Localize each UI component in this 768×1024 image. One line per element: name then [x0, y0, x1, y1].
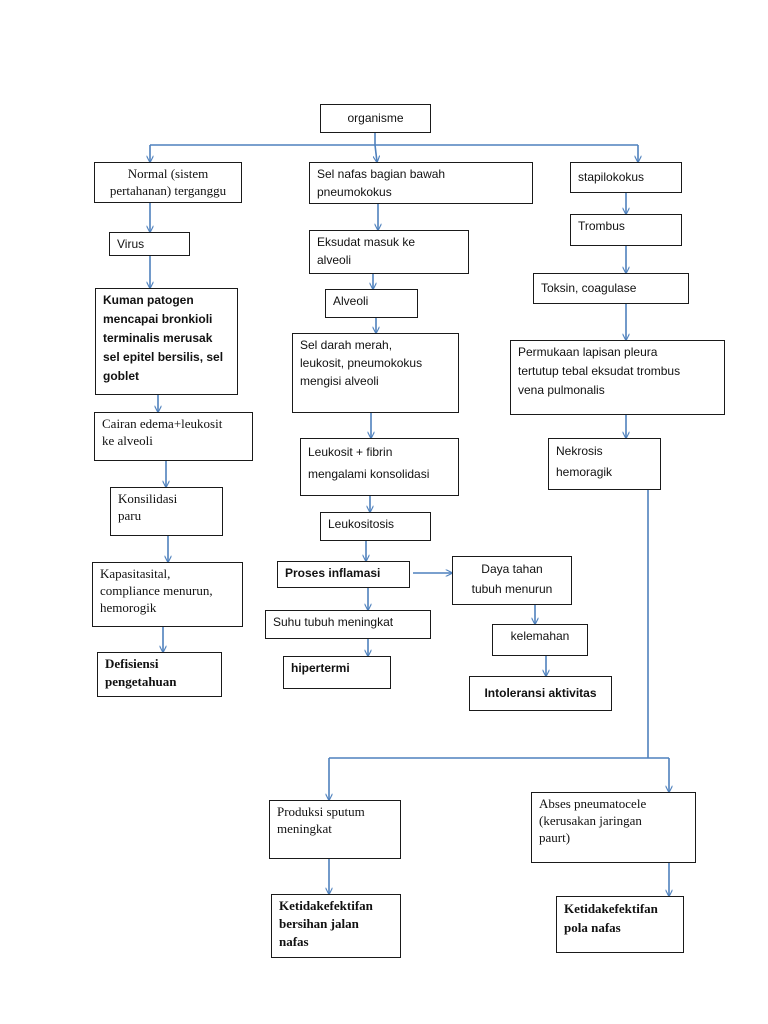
node-intoleransi-aktivitas: Intoleransi aktivitas — [469, 676, 612, 711]
node-normal-sistem-pertahanan: Normal (sistem pertahanan) terganggu — [94, 162, 242, 203]
node-trombus: Trombus — [570, 214, 682, 246]
node-ketidakefektifan-bersihan: Ketidakefektifan bersihan jalan nafas — [271, 894, 401, 958]
node-leukositosis: Leukositosis — [320, 512, 431, 541]
node-suhu-tubuh-meningkat: Suhu tubuh meningkat — [265, 610, 431, 639]
node-produksi-sputum: Produksi sputum meningkat — [269, 800, 401, 859]
node-virus: Virus — [109, 232, 190, 256]
node-organisme: organisme — [320, 104, 431, 133]
node-alveoli: Alveoli — [325, 289, 418, 318]
node-proses-inflamasi: Proses inflamasi — [277, 561, 410, 588]
node-nekrosis-hemoragik: Nekrosis hemoragik — [548, 438, 661, 490]
node-leukosit-fibrin: Leukosit + fibrin mengalami konsolidasi — [300, 438, 459, 496]
node-permukaan-lapisan-pleura: Permukaan lapisan pleura tertutup tebal … — [510, 340, 725, 415]
node-sel-nafas-bawah: Sel nafas bagian bawah pneumokokus — [309, 162, 533, 204]
connector-nekrosis-down — [329, 489, 669, 759]
node-kuman-patogen: Kuman patogen mencapai bronkioli termina… — [95, 288, 238, 395]
node-hipertermi: hipertermi — [283, 656, 391, 689]
node-konsilidasi-paru: Konsilidasi paru — [110, 487, 223, 536]
arrow-to-sel-nafas — [375, 144, 377, 162]
node-toksin-coagulase: Toksin, coagulase — [533, 273, 689, 304]
node-ketidakefektifan-pola-nafas: Ketidakefektifan pola nafas — [556, 896, 684, 953]
node-eksudat-alveoli: Eksudat masuk ke alveoli — [309, 230, 469, 274]
connector-organisme-to-branches — [150, 132, 638, 146]
node-cairan-edema: Cairan edema+leukosit ke alveoli — [94, 412, 253, 461]
node-kelemahan: kelemahan — [492, 624, 588, 656]
node-sel-darah-merah: Sel darah merah, leukosit, pneumokokus m… — [292, 333, 459, 413]
node-defisiensi-pengetahuan: Defisiensi pengetahuan — [97, 652, 222, 697]
node-kapasitas-compliance: Kapasitasital, compliance menurun, hemor… — [92, 562, 243, 627]
node-abses-pneumatocele: Abses pneumatocele (kerusakan jaringan p… — [531, 792, 696, 863]
node-daya-tahan-tubuh: Daya tahan tubuh menurun — [452, 556, 572, 605]
node-stapilokokus: stapilokokus — [570, 162, 682, 193]
